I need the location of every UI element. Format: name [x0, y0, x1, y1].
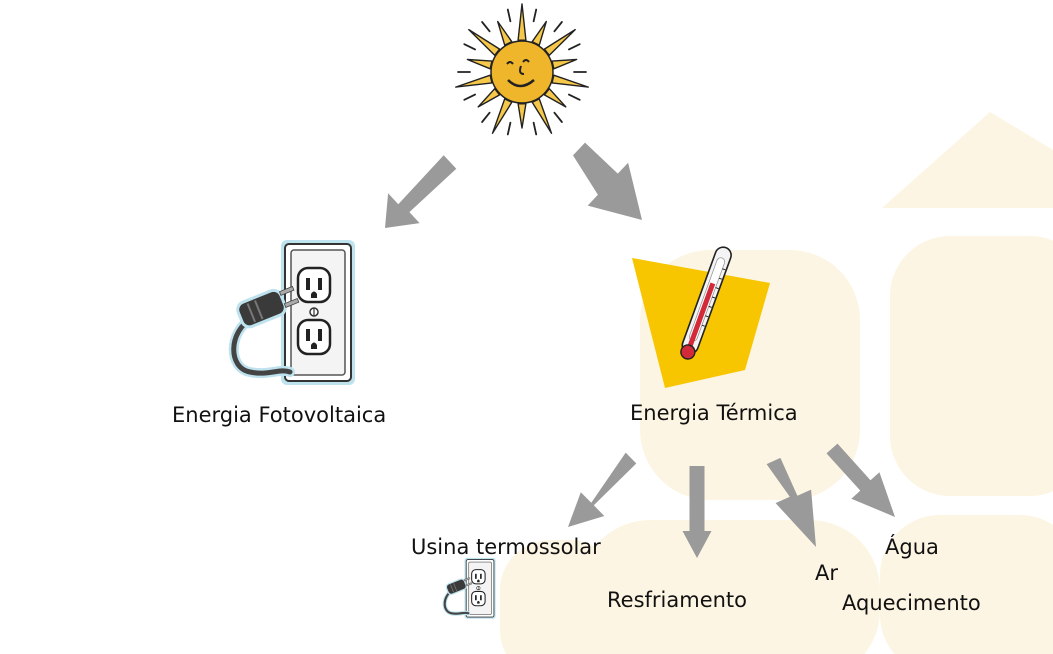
- sun-stroke: [568, 43, 581, 51]
- arrow-termica-to-resfriamento: [682, 466, 712, 558]
- thermometer-icon: [632, 246, 770, 388]
- label-usina-termossolar: Usina termossolar: [411, 535, 601, 559]
- sun-ray: [517, 103, 527, 129]
- sun-stroke: [532, 121, 538, 136]
- label-ar: Ar: [815, 561, 838, 585]
- sun-ray: [517, 3, 527, 41]
- watermark-background: [500, 112, 1053, 654]
- arrow-termica-to-usina: [568, 452, 637, 527]
- sun-ray: [455, 74, 493, 88]
- sun-stroke: [463, 43, 477, 51]
- plug-outlet-small-icon: [445, 558, 496, 619]
- sun-ray: [531, 20, 547, 46]
- arrow-termica-to-agua: [826, 443, 895, 517]
- sun-ray: [551, 74, 589, 88]
- sun-stroke: [553, 111, 563, 123]
- sun-ray: [468, 28, 501, 56]
- arrow-termica-to-ar: [766, 457, 816, 547]
- sun-icon: [455, 3, 589, 136]
- arrow-sun-to-fotovoltaica: [385, 155, 457, 228]
- sun-ray: [497, 20, 513, 46]
- sun-ray: [466, 58, 493, 70]
- plug-outlet-icon: [234, 240, 355, 385]
- sun-ray: [543, 28, 576, 56]
- sun-stroke: [481, 111, 491, 123]
- sun-ray: [477, 87, 501, 108]
- sun-ray: [551, 58, 578, 70]
- label-energia-fotovoltaica: Energia Fotovoltaica: [172, 403, 387, 427]
- sun-stroke: [568, 93, 581, 101]
- sun-stroke: [506, 121, 512, 136]
- sun-stroke: [463, 93, 477, 101]
- sun-stroke: [553, 21, 563, 33]
- arrow-sun-to-termica: [573, 142, 642, 220]
- label-agua: Água: [885, 535, 939, 559]
- label-resfriamento: Resfriamento: [607, 588, 748, 612]
- label-aquecimento: Aquecimento: [842, 591, 981, 615]
- sun-ray: [543, 87, 567, 108]
- label-energia-termica: Energia Térmica: [630, 401, 798, 425]
- sun-stroke: [532, 8, 538, 23]
- sun-stroke: [481, 21, 491, 33]
- sun-stroke: [506, 8, 512, 23]
